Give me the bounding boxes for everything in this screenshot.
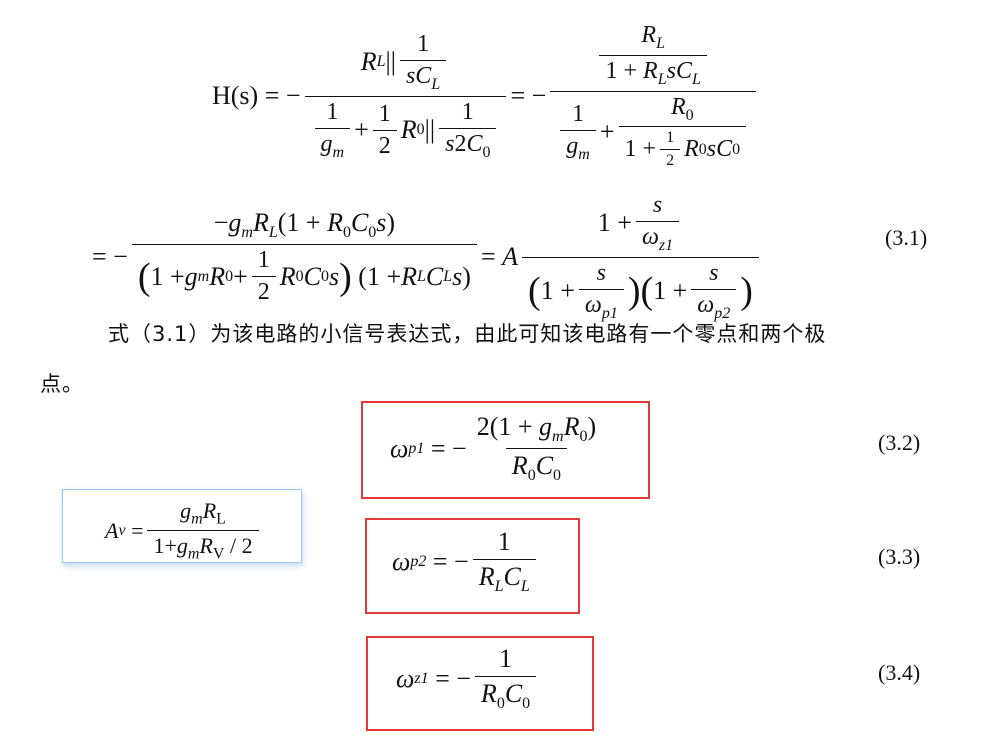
eq31-lead: = −: [92, 242, 128, 272]
eq-3-1-label: (3.1): [885, 225, 928, 250]
eq31-equals-a: = A: [480, 242, 519, 272]
highlight-box-eq-3-3: [365, 518, 580, 614]
eq-3-2-label: (3.2): [878, 430, 921, 455]
hs-lhs: H(s) = −: [212, 81, 301, 111]
hs-equals-2: = −: [510, 81, 547, 111]
paragraph-line-1: 式（3.1）为该电路的小信号表达式，由此可知该电路有一个零点和两个极: [108, 322, 827, 346]
highlight-box-eq-3-2: [361, 401, 650, 499]
paragraph-line-2: 点。: [40, 372, 84, 396]
eq-3-3-label: (3.3): [878, 544, 921, 569]
highlight-box-eq-3-4: [366, 636, 594, 731]
eq-3-4-label: (3.4): [878, 660, 921, 685]
side-formula-box: [62, 489, 302, 563]
